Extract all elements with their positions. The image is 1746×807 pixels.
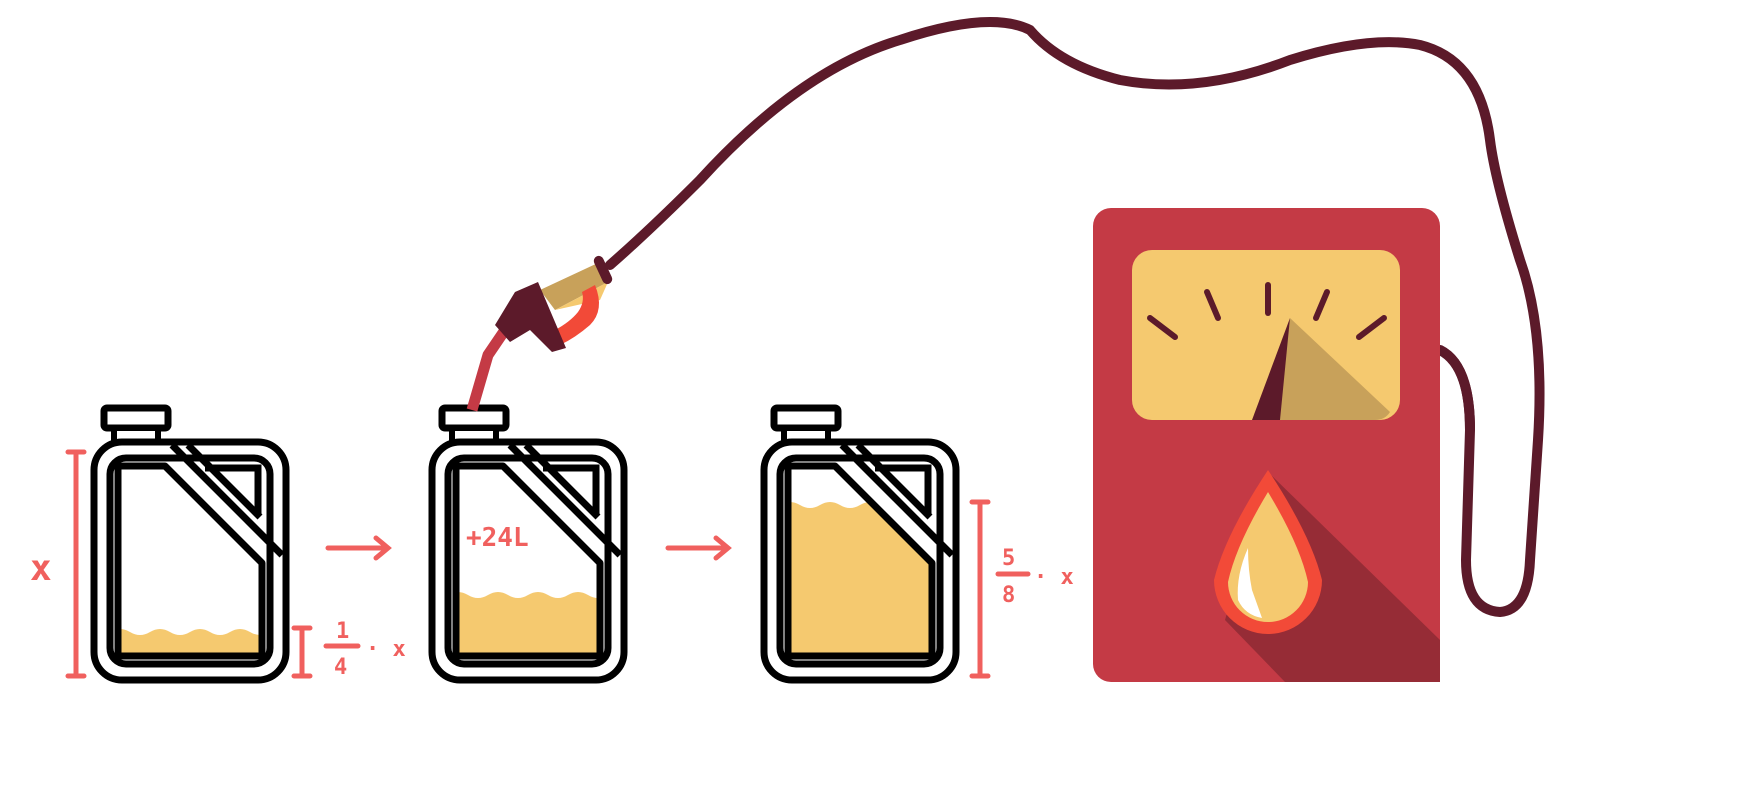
fuel-level bbox=[456, 592, 600, 656]
svg-text:4: 4 bbox=[334, 655, 347, 680]
fuel-drop-icon bbox=[1214, 470, 1322, 634]
can-initial bbox=[94, 408, 286, 680]
can-adding bbox=[432, 408, 624, 680]
svg-text:· x: · x bbox=[366, 637, 406, 662]
svg-text:· x: · x bbox=[1034, 565, 1074, 590]
fuel-level bbox=[788, 502, 932, 656]
full-height-marker: x bbox=[30, 449, 87, 679]
gauge bbox=[1132, 250, 1400, 420]
fuel-pump bbox=[1093, 208, 1440, 682]
fuel-hose bbox=[605, 17, 1545, 618]
svg-text:1: 1 bbox=[336, 619, 349, 644]
svg-text:8: 8 bbox=[1002, 583, 1015, 608]
fuel-level bbox=[118, 629, 262, 656]
arrow-right-icon bbox=[325, 535, 392, 561]
final-level-marker: 5 8 · x bbox=[969, 499, 1074, 679]
svg-text:5: 5 bbox=[1002, 546, 1015, 571]
gauge-needle bbox=[1252, 318, 1290, 420]
can-final bbox=[764, 408, 956, 680]
added-amount-label: +24L bbox=[466, 523, 529, 553]
fuel-nozzle bbox=[466, 255, 613, 412]
svg-text:x: x bbox=[30, 548, 52, 589]
initial-level-marker: 1 4 · x bbox=[291, 619, 406, 680]
arrow-right-icon bbox=[665, 535, 732, 561]
